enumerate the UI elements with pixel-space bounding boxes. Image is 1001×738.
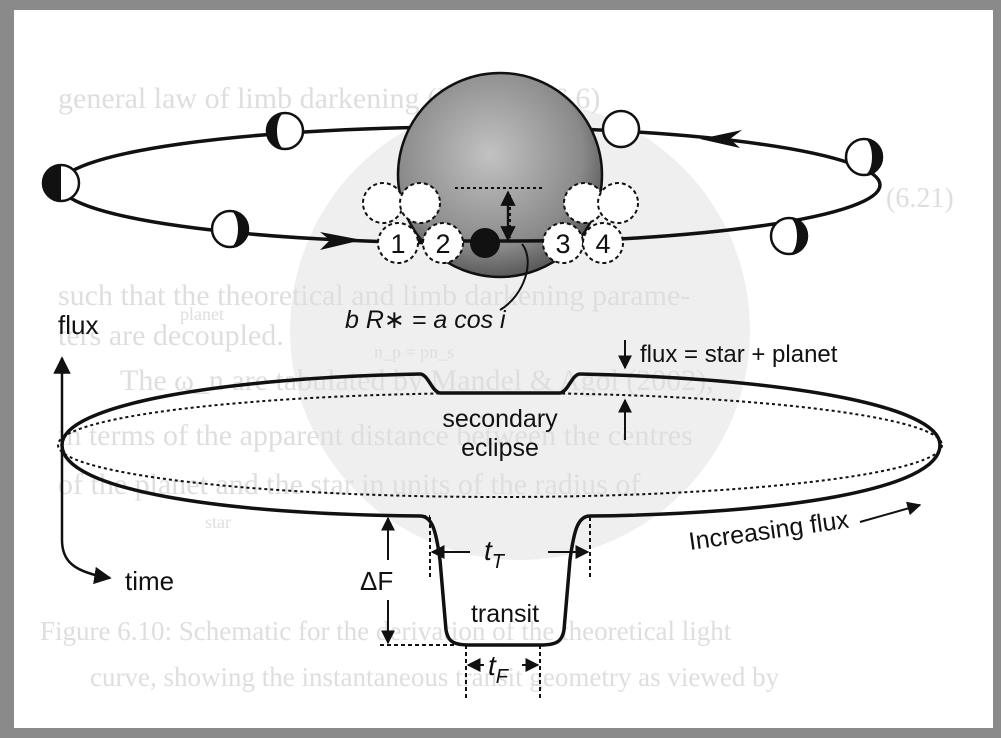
contact-label-3: 3: [555, 229, 570, 259]
orbit-arrow-back: [700, 130, 742, 148]
light-curve-lower: [60, 444, 942, 647]
flux-axis-label: flux: [58, 310, 98, 340]
ghost-small-planet: planet: [180, 304, 224, 324]
ghost-text-line2: such that the theoretical and limb darke…: [58, 279, 690, 312]
impact-relation-label: b R∗ = a cos i: [345, 306, 507, 334]
orbit-arrow-front: [320, 232, 362, 250]
contact-label-2: 2: [435, 229, 450, 259]
planet-upper-right: [601, 109, 641, 149]
ghost-text-line4: The ω_n are tabulated by Mandel & Agol (…: [120, 364, 714, 397]
contact-circle-2: [422, 222, 464, 264]
planet-far-left: [41, 163, 81, 203]
tT-label: tT: [484, 535, 506, 573]
ghost-caption1: Figure 6.10: Schematic for the derivatio…: [40, 616, 732, 646]
light-curve-upper: [60, 372, 942, 446]
transit-label: transit: [471, 600, 539, 628]
secondary-eclipse-label-line1: secondary: [442, 405, 558, 433]
planet-ghost-right-outer: [597, 182, 639, 224]
time-axis: [60, 539, 112, 585]
ghost-text-line5: in terms of the apparent distance betwee…: [58, 419, 693, 452]
ghost-eq-number: (6.21): [886, 183, 954, 214]
orbit-geometry: 1 2 3 4 b R∗ = a cos i: [41, 71, 884, 334]
flux-sum-label: flux = star + planet: [640, 341, 838, 368]
ghost-caption2: curve, showing the instantaneous transit…: [90, 662, 780, 692]
contact-circle-4: [582, 222, 624, 264]
reference-ellipse-dotted: [57, 392, 943, 498]
planet-ghost-left-inner: [399, 182, 441, 224]
time-axis-label: time: [125, 566, 174, 596]
planet-lower-right: [769, 216, 809, 256]
planet-upper-left: [265, 111, 305, 151]
planet-right: [844, 137, 884, 177]
contact-circle-1: [377, 222, 419, 264]
impact-leader-line: [499, 243, 529, 311]
contact-label-4: 4: [595, 229, 610, 259]
ghost-text-line3: ters are decoupled.: [58, 319, 284, 352]
planet-in-transit: [470, 228, 500, 258]
increasing-flux-arrow: [859, 501, 922, 523]
ghost-small-np: n_p = pn_s: [374, 342, 454, 362]
deltaF-label: ΔF: [360, 566, 393, 596]
contact-label-1: 1: [390, 229, 405, 259]
secondary-eclipse-label-line2: eclipse: [461, 434, 539, 462]
ghost-small-star: star: [205, 512, 231, 532]
tF-label: tF: [488, 650, 510, 688]
planet-ghost-left-outer: [362, 182, 404, 224]
planet-lower-left: [210, 209, 250, 249]
